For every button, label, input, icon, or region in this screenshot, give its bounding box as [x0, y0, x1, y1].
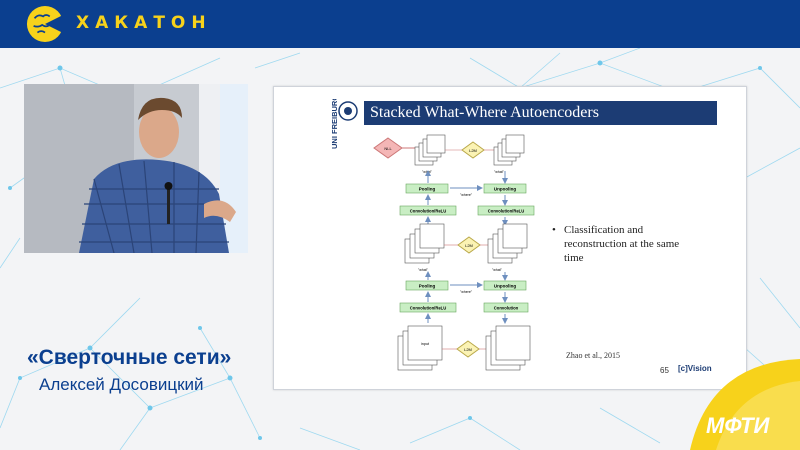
conv-relu-label-2: Convolution/ReLU — [410, 306, 447, 311]
input-label: input — [421, 342, 430, 346]
talk-title: «Сверточные сети» — [27, 346, 232, 369]
pooling-box-2 — [405, 280, 449, 291]
conv-relu-label-1: Convolution/ReLU — [410, 209, 447, 214]
feature-stack-mid-right — [487, 223, 528, 264]
corner-logo-text: МФТИ — [706, 413, 771, 438]
pooling-label-1: Pooling — [419, 187, 436, 192]
feature-stack-top-left — [414, 134, 446, 166]
convolution-label: Convolution — [494, 306, 519, 311]
where-label-1: "where" — [460, 193, 473, 197]
conv-relu-box-2 — [399, 302, 457, 313]
pooling-label-2: Pooling — [419, 284, 436, 289]
speaker-video-frame — [24, 84, 248, 253]
university-logo-text: UNI FREIBURG — [330, 99, 339, 149]
speaker-video — [24, 84, 248, 253]
slide-title: Stacked What-Where Autoencoders — [364, 101, 717, 125]
corner-logo: МФТИ — [690, 359, 800, 450]
l2m-bottom-node — [456, 340, 480, 358]
logo-text: ХАКАТОН — [76, 13, 212, 33]
unpooling-label-2: Unpooling — [494, 284, 516, 289]
unpooling-label-1: Unpooling — [494, 187, 516, 192]
slide-citation: Zhao et al., 2015 — [566, 351, 620, 360]
what-label-1: "what" — [422, 170, 433, 174]
nll-label: NLL — [384, 146, 392, 151]
brain-logo-icon — [26, 5, 64, 43]
convolution-box — [483, 302, 529, 313]
unpooling-box-2 — [483, 280, 527, 291]
feature-stack-top-right — [493, 134, 525, 166]
l2m-top-node — [461, 141, 485, 159]
input-stack — [397, 325, 443, 371]
what-label-2r: "what" — [492, 268, 503, 272]
what-label-1r: "what" — [494, 170, 505, 174]
conv-relu-box-1r — [477, 205, 535, 216]
bullet-dot-icon: • — [552, 224, 556, 236]
slide-page-number: 65 — [660, 366, 669, 375]
l2m-top-label: L2M — [469, 148, 477, 153]
l2m-mid-label: L2M — [465, 243, 473, 248]
university-logo: UNI FREIBURG — [330, 99, 358, 149]
unpooling-box-1 — [483, 183, 527, 194]
swwae-diagram: NLL L2M "what" "what" Pooling Unpooling … — [373, 134, 535, 371]
l2m-mid-node — [457, 236, 481, 254]
conv-relu-box-1 — [399, 205, 457, 216]
pooling-box-1 — [405, 183, 449, 194]
vision-logo: [c]Vision — [678, 364, 712, 373]
speaker-name: Алексей Досовицкий — [39, 375, 204, 394]
reconstruction-stack — [485, 325, 531, 371]
where-label-2: "where" — [460, 290, 473, 294]
presentation-slide: UNI FREIBURG Stacked What-Where Autoenco… — [273, 86, 747, 390]
conv-relu-label-1r: Convolution/ReLU — [488, 209, 525, 214]
nll-node — [373, 137, 403, 159]
slide-bullet-text: Classification and reconstruction at the… — [564, 224, 680, 264]
what-label-2: "what" — [418, 268, 429, 272]
slide-bullet: • Classification and reconstruction at t… — [552, 223, 694, 265]
l2m-bottom-label: L2M — [464, 347, 472, 352]
feature-stack-mid-left — [404, 223, 445, 264]
header-bar: ХАКАТОН — [0, 0, 800, 48]
